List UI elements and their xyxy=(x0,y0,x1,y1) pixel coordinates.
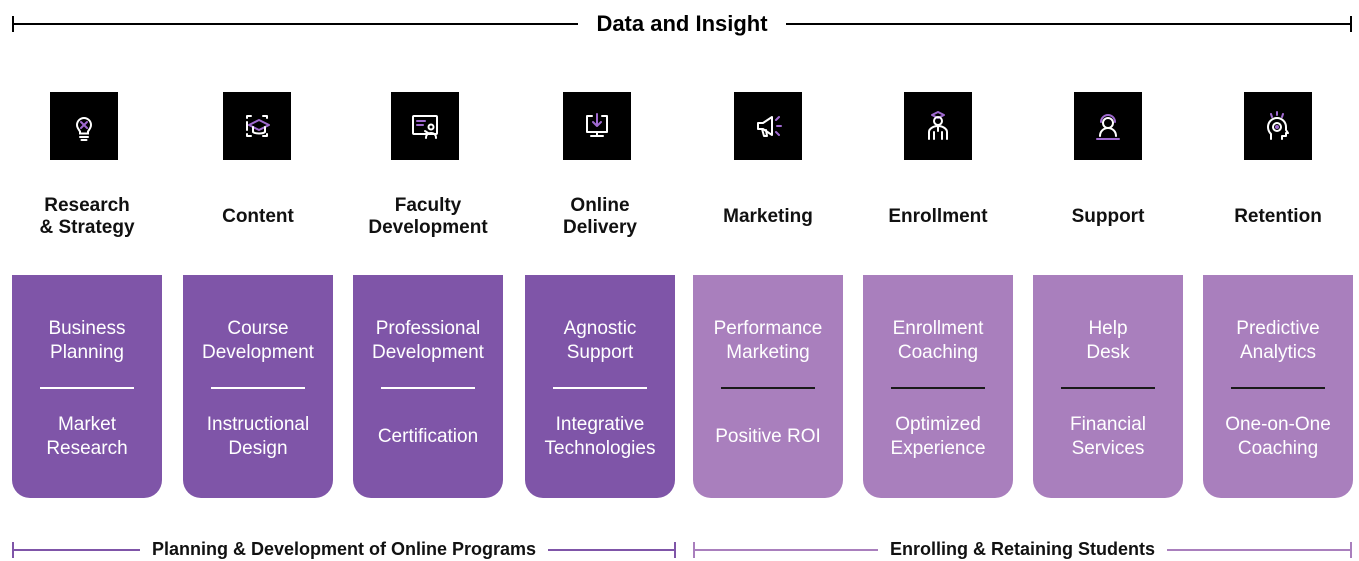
banner-right-cap xyxy=(674,542,676,558)
card-bottom-text: Positive ROI xyxy=(715,426,821,447)
card-top-text: Performance Marketing xyxy=(713,318,823,363)
card-top-text: Enrollment Coaching xyxy=(892,318,984,363)
service-card: Enrollment Coaching Optimized Experience xyxy=(863,275,1013,498)
card-divider xyxy=(381,387,475,389)
service-card: Predictive Analytics One-on-One Coaching xyxy=(1203,275,1353,498)
service-card: Help Desk Financial Services xyxy=(1033,275,1183,498)
card-bottom-text: Optimized Experience xyxy=(890,414,986,459)
service-card: Course Development Instructional Design xyxy=(183,275,333,498)
column-title: Online Delivery xyxy=(563,195,637,238)
lightbulb-icon xyxy=(50,92,118,160)
card-divider xyxy=(721,387,815,389)
card-bottom-text: Integrative Technologies xyxy=(544,414,656,459)
card-top-text: Help Desk xyxy=(1086,318,1130,363)
presentation-board-icon xyxy=(391,92,459,160)
column-title: Retention xyxy=(1234,206,1322,227)
column-title: Research & Strategy xyxy=(39,195,135,238)
card-top-text: Business Planning xyxy=(48,318,126,363)
data-and-insight-banner: Data and Insight xyxy=(12,10,1352,38)
service-card: Performance Marketing Positive ROI xyxy=(693,275,843,498)
card-bottom-text: Financial Services xyxy=(1069,414,1147,459)
service-card: Professional Development Certification xyxy=(353,275,503,498)
card-divider xyxy=(891,387,985,389)
headset-agent-icon xyxy=(1074,92,1142,160)
card-bottom-text: Certification xyxy=(377,426,479,447)
column-title: Faculty Development xyxy=(368,195,488,238)
megaphone-icon xyxy=(734,92,802,160)
card-divider xyxy=(553,387,647,389)
card-bottom-text: Instructional Design xyxy=(206,414,310,459)
graduation-cap-icon xyxy=(223,92,291,160)
card-divider xyxy=(1231,387,1325,389)
card-top-text: Agnostic Support xyxy=(563,318,637,363)
card-bottom-text: Market Research xyxy=(46,414,128,459)
column-title: Content xyxy=(222,206,294,227)
monitor-download-icon xyxy=(563,92,631,160)
banner-right-cap xyxy=(1350,542,1352,558)
head-target-icon xyxy=(1244,92,1312,160)
service-card: Agnostic Support Integrative Technologie… xyxy=(525,275,675,498)
card-divider xyxy=(40,387,134,389)
column-title: Marketing xyxy=(723,206,813,227)
banner-title: Data and Insight xyxy=(12,10,1352,38)
card-top-text: Professional Development xyxy=(372,318,484,363)
card-divider xyxy=(211,387,305,389)
column-title: Enrollment xyxy=(888,206,988,227)
card-top-text: Course Development xyxy=(202,318,314,363)
banner-label: Enrolling & Retaining Students xyxy=(693,537,1352,561)
column-title: Support xyxy=(1071,206,1145,227)
enrolling-retaining-banner: Enrolling & Retaining Students xyxy=(693,537,1352,561)
banner-label: Planning & Development of Online Program… xyxy=(12,537,676,561)
card-bottom-text: One-on-One Coaching xyxy=(1225,414,1331,459)
card-divider xyxy=(1061,387,1155,389)
service-card: Business Planning Market Research xyxy=(12,275,162,498)
banner-right-cap xyxy=(1350,16,1352,32)
planning-development-banner: Planning & Development of Online Program… xyxy=(12,537,676,561)
card-top-text: Predictive Analytics xyxy=(1236,318,1320,363)
graduate-person-icon xyxy=(904,92,972,160)
